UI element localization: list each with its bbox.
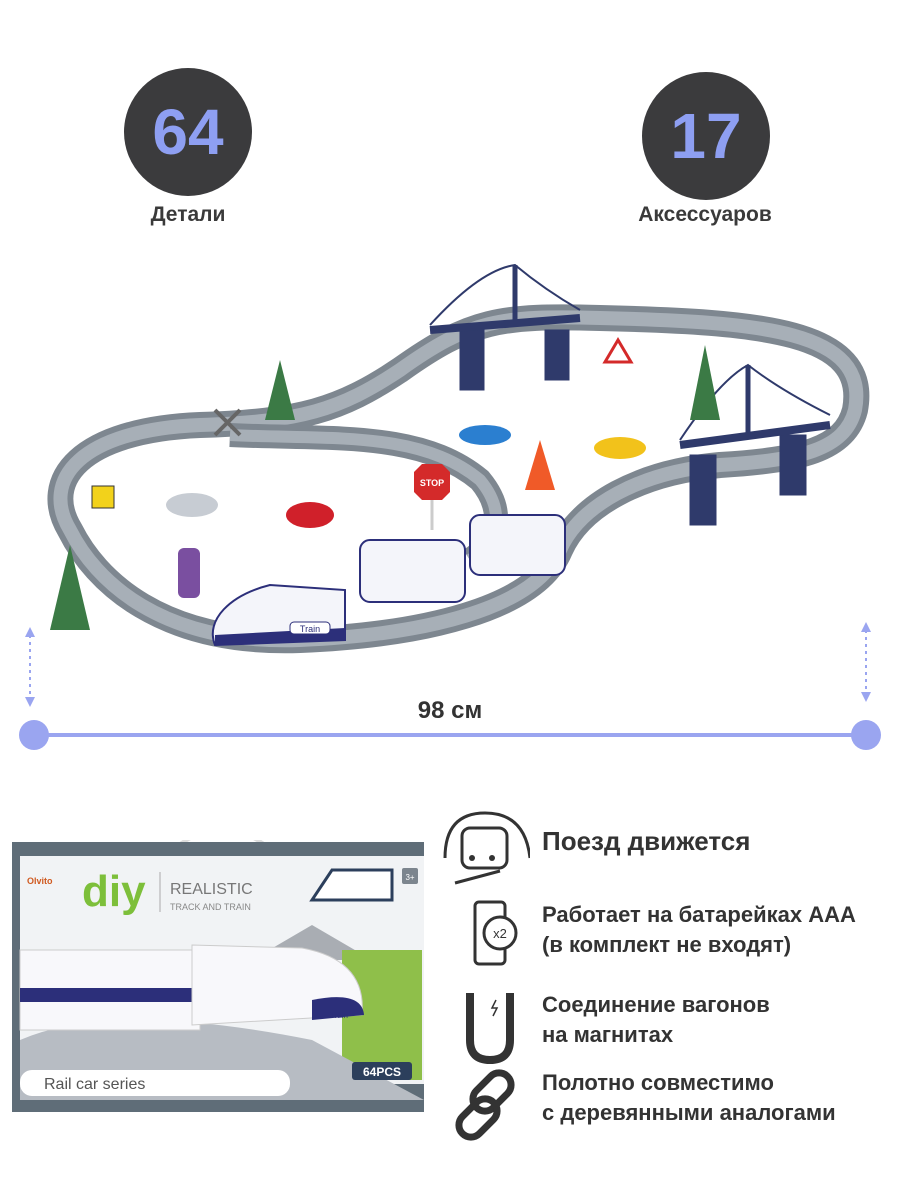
car-blue — [459, 425, 511, 445]
product-box: Olvito diy REALISTIC TRACK AND TRAIN 3+ … — [12, 828, 424, 1112]
track-set-illustration: STOP Train — [47, 263, 870, 654]
traffic-cone-icon — [525, 440, 555, 490]
car-yellow — [594, 437, 646, 459]
accessories-count-badge: 17 — [642, 72, 770, 200]
battery-x2-icon: x2 — [473, 900, 518, 966]
figure-person — [178, 548, 200, 598]
accessories-count: 17 — [670, 100, 742, 172]
crossing-sign-icon — [213, 408, 242, 437]
feature-text: Работает на батарейках ААА (в комплект н… — [542, 902, 856, 957]
parts-count: 64 — [152, 96, 224, 168]
svg-text:STOP: STOP — [420, 478, 444, 488]
svg-text:Train: Train — [300, 624, 320, 634]
tunnel-sign-icon — [91, 485, 115, 509]
tree-icon — [50, 345, 720, 630]
box-inset — [309, 868, 394, 902]
stop-sign: STOP — [414, 464, 450, 530]
magnet-icon — [466, 993, 514, 1065]
warning-sign-icon — [602, 337, 634, 364]
accessories-label: Аксессуаров — [638, 203, 772, 226]
car-red — [286, 502, 334, 528]
train-icon — [443, 811, 530, 885]
svg-text:x2: x2 — [493, 926, 507, 941]
chain-link-icon — [455, 1069, 515, 1141]
train: Train — [211, 514, 566, 647]
box-age: 3+ — [405, 873, 414, 882]
box-brand: Olvito — [27, 876, 53, 886]
length-label: 98 см — [417, 697, 483, 724]
feature-text: Соединение вагонов на магнитах — [542, 992, 770, 1047]
parts-label: Детали — [150, 203, 226, 226]
box-title: REALISTIC — [170, 881, 253, 898]
car-silver — [166, 493, 218, 517]
feature-text: Полотно совместимо с деревянными аналога… — [542, 1070, 836, 1125]
feature-text: Поезд движется — [542, 826, 751, 856]
svg-text:Train: Train — [330, 1011, 348, 1020]
bridge-icon — [429, 263, 831, 526]
box-logo: diy — [82, 867, 146, 916]
parts-count-badge: 64 — [124, 68, 252, 196]
box-series: Rail car series — [44, 1076, 145, 1093]
box-pieces: 64PCS — [363, 1065, 401, 1079]
box-subtitle: TRACK AND TRAIN — [170, 902, 251, 912]
